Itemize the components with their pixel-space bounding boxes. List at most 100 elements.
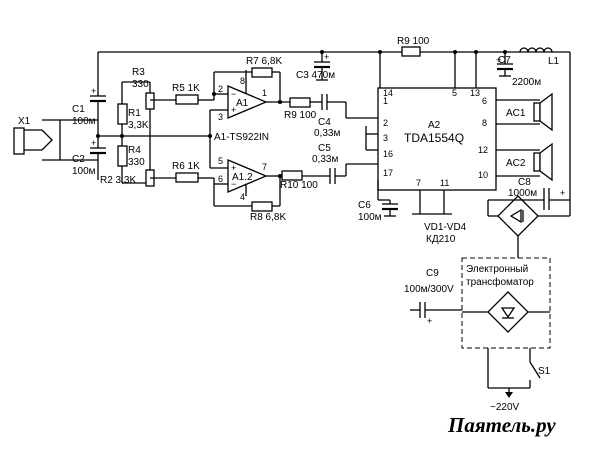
svg-text:+: + (496, 55, 501, 65)
resistor-r6: R6 1K (150, 161, 214, 183)
c4-value: 0,33м (314, 128, 340, 139)
a2-chip-label: TDA1554Q (404, 131, 464, 145)
c1-value: 100м (72, 116, 96, 127)
input-jack-x1: X1 (13, 116, 61, 161)
r1-value: 3,3K (128, 120, 149, 131)
resistor-r5: R5 1K (150, 83, 214, 105)
svg-text:+: + (427, 316, 432, 326)
ac1-label: AC1 (506, 108, 526, 119)
svg-text:+: + (231, 105, 236, 115)
capacitor-c9: C9 100м/300V + (404, 268, 462, 326)
r8-label: R8 6,8K (250, 212, 286, 223)
opamp-a1-upper: − + A1 2 3 1 8 (209, 70, 290, 136)
c8-value: 1000м (508, 188, 537, 199)
c5-value: 0,33м (312, 154, 338, 165)
svg-text:+: + (91, 138, 96, 148)
ic-a2-tda1554q: A2 TDA1554Q 1 2 3 16 17 14 5 13 6 8 12 1… (365, 52, 497, 215)
s1-label: S1 (538, 366, 551, 377)
c6-label: C6 (358, 200, 371, 211)
svg-text:1: 1 (383, 96, 388, 106)
svg-text:8: 8 (240, 76, 245, 86)
svg-text:13: 13 (470, 88, 480, 98)
svg-text:+: + (91, 86, 96, 96)
svg-text:5: 5 (218, 156, 223, 166)
svg-text:1: 1 (262, 88, 267, 98)
capacitor-c6: C6 100м (358, 200, 398, 223)
svg-text:17: 17 (383, 168, 393, 178)
capacitor-c4: C4 0,33м (314, 94, 378, 139)
capacitor-c8: + C8 1000м (508, 177, 570, 210)
c9-value: 100м/300V (404, 284, 454, 295)
capacitor-c5: C5 0,33м (312, 143, 378, 184)
r5-label: R5 1K (172, 83, 200, 94)
capacitor-c2: + C2 100м (60, 134, 106, 180)
svg-text:+: + (231, 163, 236, 173)
r7-label: R7 6,8K (246, 56, 282, 67)
r6-label: R6 1K (172, 161, 200, 172)
svg-text:12: 12 (478, 145, 488, 155)
diode-bridge-upper (487, 195, 571, 258)
r3-value: 330 (132, 79, 149, 90)
r1-label: R1 (128, 108, 141, 119)
r9-top-label: R9 100 (397, 36, 430, 47)
svg-text:7: 7 (262, 162, 267, 172)
x1-label: X1 (18, 116, 31, 127)
capacitor-c1: + C1 100м (60, 70, 106, 136)
watermark-logo: Паятель.ру (447, 413, 556, 437)
r4-label: R4 (128, 145, 141, 156)
mains-input: S1 ~220V (487, 348, 551, 413)
power-rail (97, 50, 571, 200)
svg-text:−: − (231, 89, 236, 99)
svg-text:+: + (324, 52, 329, 62)
resistor-network-input: R3 330 R1 3,3K R4 330 R2 3,3K (98, 67, 150, 186)
c2-label: C2 (72, 154, 85, 165)
transformer-line1: Электронный (466, 264, 528, 275)
r10-label: R10 100 (280, 180, 318, 191)
svg-text:2: 2 (383, 118, 388, 128)
mains-label: ~220V (490, 402, 520, 413)
a1-chip-label: A1-TS922IN (214, 132, 269, 143)
a1-label: A1 (236, 98, 249, 109)
transformer-line2: трансфоматор (466, 276, 534, 288)
svg-text:10: 10 (478, 170, 488, 180)
ac2-label: AC2 (506, 158, 526, 169)
capacitor-c3: + C3 470м (296, 52, 335, 81)
c8-label: C8 (518, 177, 531, 188)
c4-label: C4 (318, 117, 331, 128)
opamp-a1-lower: + − A1.2 5 6 7 4 (208, 134, 282, 202)
resistor-r7: R7 6,8K (212, 56, 282, 104)
c7-value: 2200м (512, 77, 541, 88)
c1-label: C1 (72, 104, 85, 115)
resistor-r10: R10 100 (280, 170, 330, 191)
svg-text:14: 14 (383, 88, 393, 98)
svg-text:−: − (231, 179, 236, 189)
svg-text:11: 11 (440, 178, 449, 188)
c5-label: C5 (318, 143, 331, 154)
resistor-r3 (145, 82, 155, 136)
c3-label: C3 470м (296, 70, 335, 81)
resistor-r9-top: R9 100 (397, 36, 430, 57)
c9-label: C9 (426, 268, 439, 279)
inductor-l1: L1 (519, 47, 560, 67)
svg-text:6: 6 (482, 96, 487, 106)
vd-part: КД210 (426, 234, 456, 245)
svg-text:5: 5 (452, 88, 457, 98)
speaker-ac2: AC2 (496, 142, 553, 182)
resistor-r8: R8 6,8K (213, 174, 286, 223)
c6-value: 100м (358, 212, 382, 223)
svg-text:16: 16 (383, 149, 393, 159)
r2-label: R2 3,3K (100, 175, 136, 186)
svg-text:7: 7 (416, 178, 421, 188)
a2-label: A2 (428, 120, 441, 131)
svg-text:3: 3 (383, 133, 388, 143)
svg-text:2: 2 (218, 84, 223, 94)
svg-text:3: 3 (218, 112, 223, 122)
electronic-transformer: Электронный трансфоматор (461, 257, 551, 349)
a1-2-label: A1.2 (232, 172, 253, 183)
c2-value: 100м (72, 166, 96, 177)
r4-value: 330 (128, 157, 145, 168)
svg-text:4: 4 (240, 192, 245, 202)
vd-label: VD1-VD4 (424, 222, 467, 233)
svg-text:8: 8 (482, 118, 487, 128)
